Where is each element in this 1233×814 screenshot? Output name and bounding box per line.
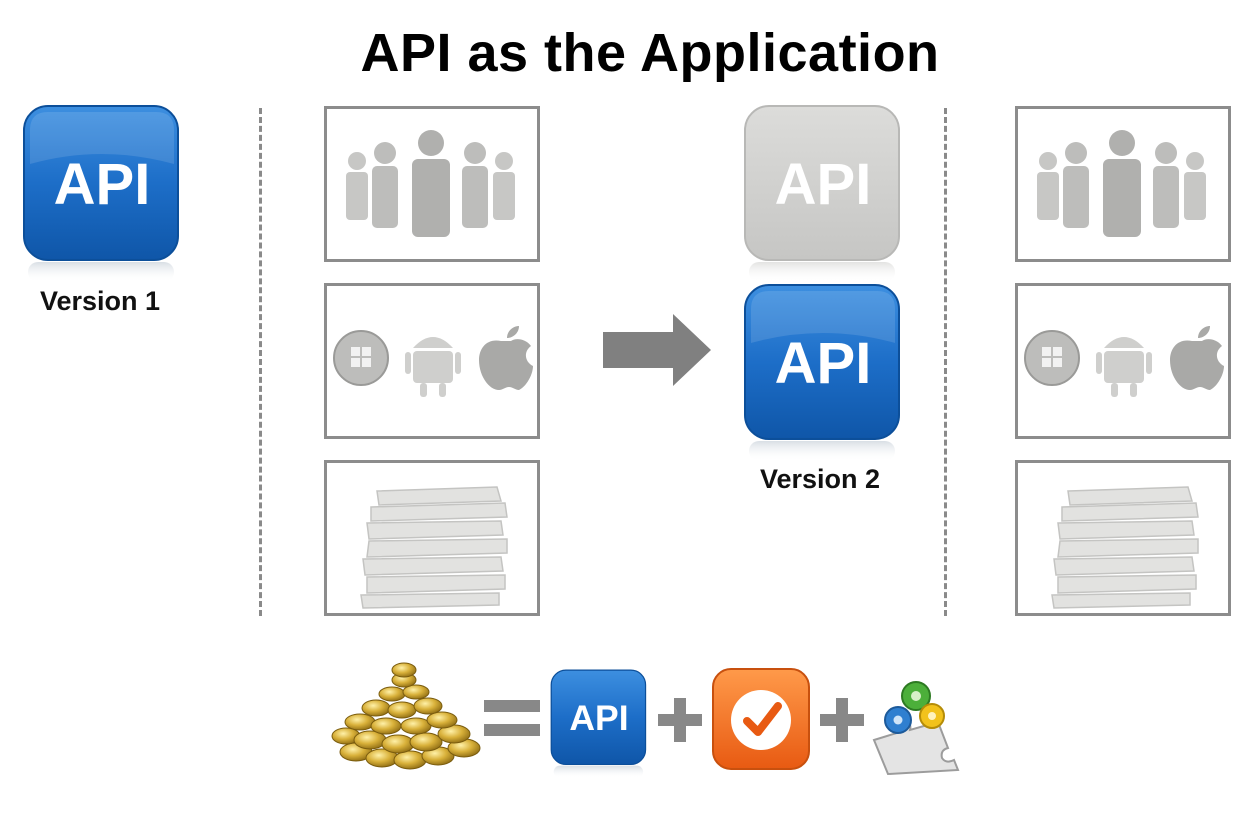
yellow-gear-icon [919,703,945,729]
checklist-app-icon [712,668,810,770]
people-panel [324,106,540,262]
api-small-label: API [569,698,628,738]
platforms-panel-right [1015,283,1231,439]
api-old-grey-icon: API [744,105,900,282]
books-icon [1051,486,1199,609]
books-icon [360,486,508,609]
page-title: API as the Application [360,23,940,83]
api-v2-label: API [775,331,872,396]
apple-icon [479,326,533,390]
android-icon [405,337,461,397]
api-v1-label: API [54,152,151,217]
gold-coins-icon [331,662,481,770]
books-panel [324,460,540,616]
api-old-label: API [775,152,872,217]
plus-sign-icon-2 [820,698,864,742]
platforms-panel [324,283,540,439]
platforms-icon [333,326,533,397]
api-v1-icon: API [23,105,179,282]
android-icon [1096,337,1152,397]
windows-icon [1024,330,1080,386]
right-arrow-icon [603,314,711,386]
people-icon [346,130,515,237]
equals-sign-icon [484,700,540,736]
gears-puzzle-icon [872,681,960,776]
left-dashed-divider [259,108,262,616]
api-v2-icon: API [744,284,900,461]
apple-icon [1170,326,1224,390]
plus-sign-icon [658,698,702,742]
books-panel-right [1015,460,1231,616]
blue-gear-icon [884,706,912,734]
api-small-icon: API [550,669,647,778]
green-gear-icon [901,681,931,711]
platforms-icon [1024,326,1224,397]
version-1-label: Version 1 [40,286,161,316]
right-dashed-divider [944,108,947,616]
people-icon [1037,130,1206,237]
version-2-label: Version 2 [760,464,881,494]
windows-icon [333,330,389,386]
people-panel-right [1015,106,1231,262]
